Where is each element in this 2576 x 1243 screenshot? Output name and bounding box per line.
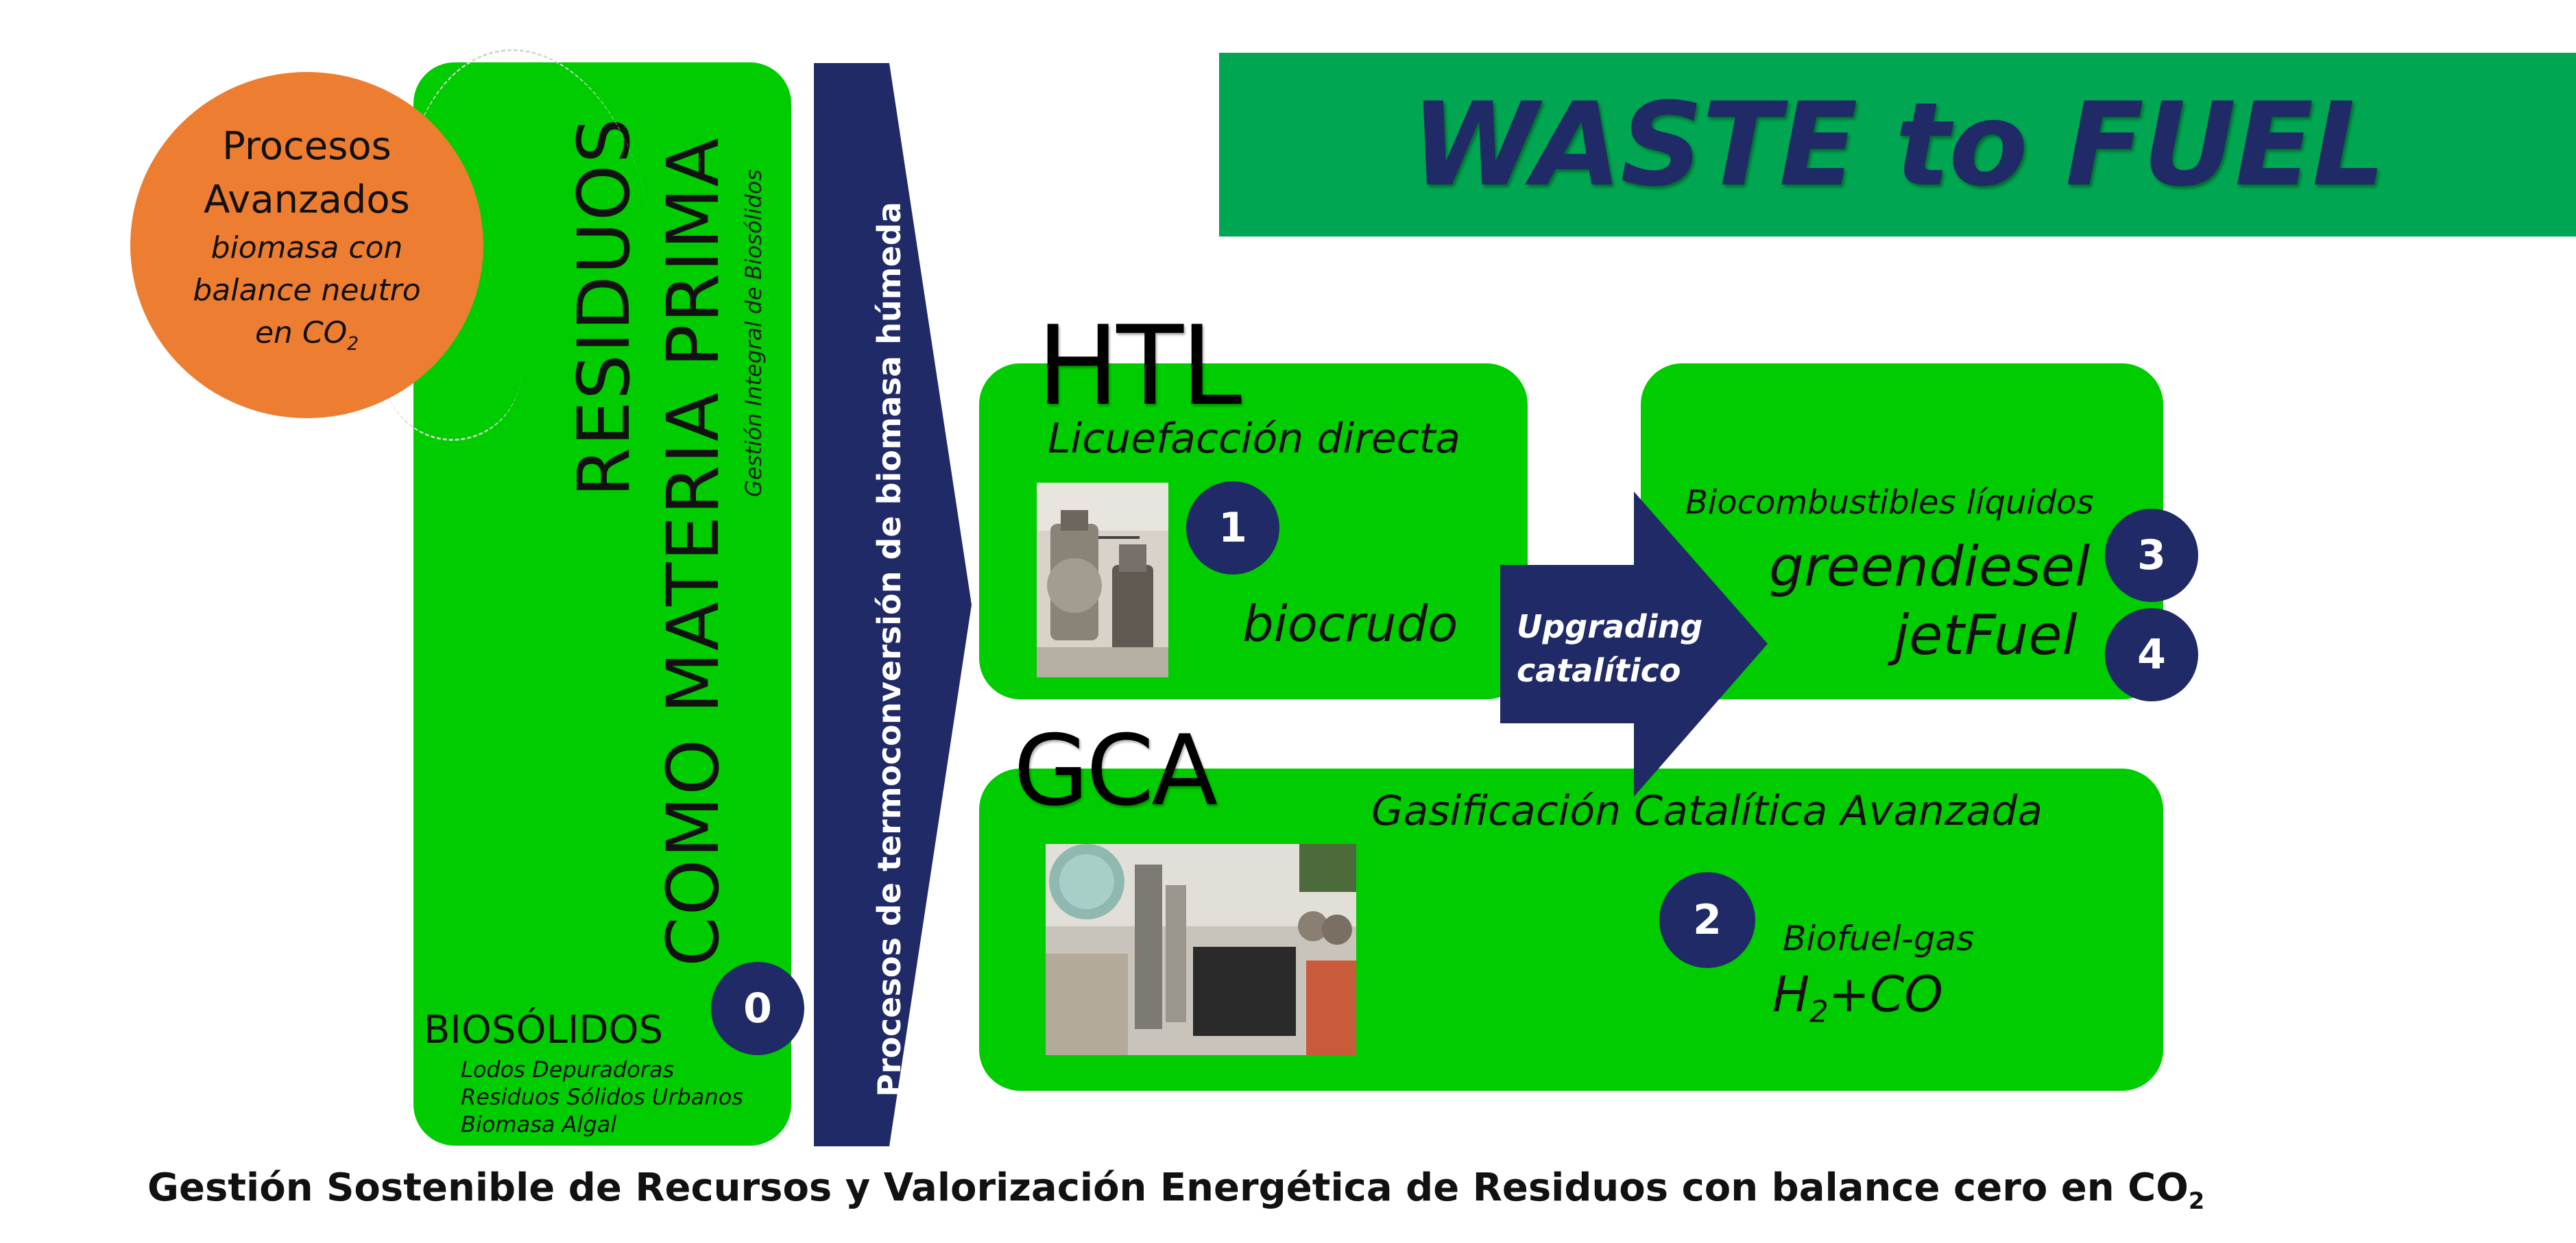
process-arrow-label: Procesos de termoconversión de biomasa h… bbox=[871, 202, 908, 1097]
upgrading-line1: Upgrading bbox=[1517, 608, 1703, 645]
badge-1: 1 bbox=[1186, 481, 1279, 575]
upgrading-arrow bbox=[1500, 492, 1768, 797]
badge-3: 3 bbox=[2105, 509, 2198, 602]
htl-label: HTL bbox=[1037, 302, 1242, 430]
residuos-title-line2: COMO MATERIA PRIMA bbox=[651, 136, 735, 967]
process-arrow bbox=[814, 63, 972, 1146]
fuel-jetfuel: jetFuel bbox=[1894, 603, 2078, 667]
title-banner: WASTE to FUEL bbox=[1219, 53, 2576, 237]
biosolidos-list: Lodos Depuradoras Residuos Sólidos Urban… bbox=[461, 1056, 743, 1138]
fuel-greendiesel: greendiesel bbox=[1769, 535, 2091, 599]
htl-subtitle: Licuefacción directa bbox=[1048, 415, 1460, 463]
biosolidos-title: BIOSÓLIDOS bbox=[424, 1008, 664, 1052]
list-item: Residuos Sólidos Urbanos bbox=[461, 1084, 743, 1110]
gca-gas-formula: H2+CO bbox=[1772, 965, 1943, 1030]
residuos-subtitle: Gestión Integral de Biosólidos bbox=[741, 169, 767, 497]
gca-label: GCA bbox=[1013, 714, 1218, 828]
banner-title: WASTE to FUEL bbox=[1410, 77, 2385, 212]
procesos-avanzados-circle: Procesos Avanzados biomasa con balance n… bbox=[130, 72, 483, 418]
circle-line3: biomasa con bbox=[210, 230, 403, 265]
gca-product: Biofuel-gas bbox=[1783, 919, 1975, 958]
footer-caption: Gestión Sostenible de Recursos y Valoriz… bbox=[147, 1166, 2205, 1215]
circle-line4: balance neutro bbox=[193, 273, 421, 308]
list-item: Biomasa Algal bbox=[461, 1111, 617, 1137]
badge-2: 2 bbox=[1659, 872, 1755, 968]
badge-0: 0 bbox=[711, 962, 804, 1055]
decorative-arc bbox=[384, 302, 521, 441]
upgrading-line2: catalítico bbox=[1517, 652, 1681, 689]
htl-reactor-photo bbox=[1037, 483, 1168, 677]
circle-line5: en CO2 bbox=[254, 315, 359, 354]
list-item: Lodos Depuradoras bbox=[461, 1057, 675, 1083]
circle-line1: Procesos bbox=[222, 124, 392, 169]
htl-product: biocrudo bbox=[1242, 595, 1458, 653]
gca-lab-photo bbox=[1046, 844, 1356, 1055]
upgrading-label: Upgrading catalítico bbox=[1517, 605, 1702, 692]
badge-4: 4 bbox=[2105, 608, 2198, 701]
gca-subtitle: Gasificación Catalítica Avanzada bbox=[1371, 787, 2043, 835]
circle-line2: Avanzados bbox=[204, 178, 410, 222]
biocombustibles-subtitle: Biocombustibles líquidos bbox=[1685, 483, 2094, 522]
